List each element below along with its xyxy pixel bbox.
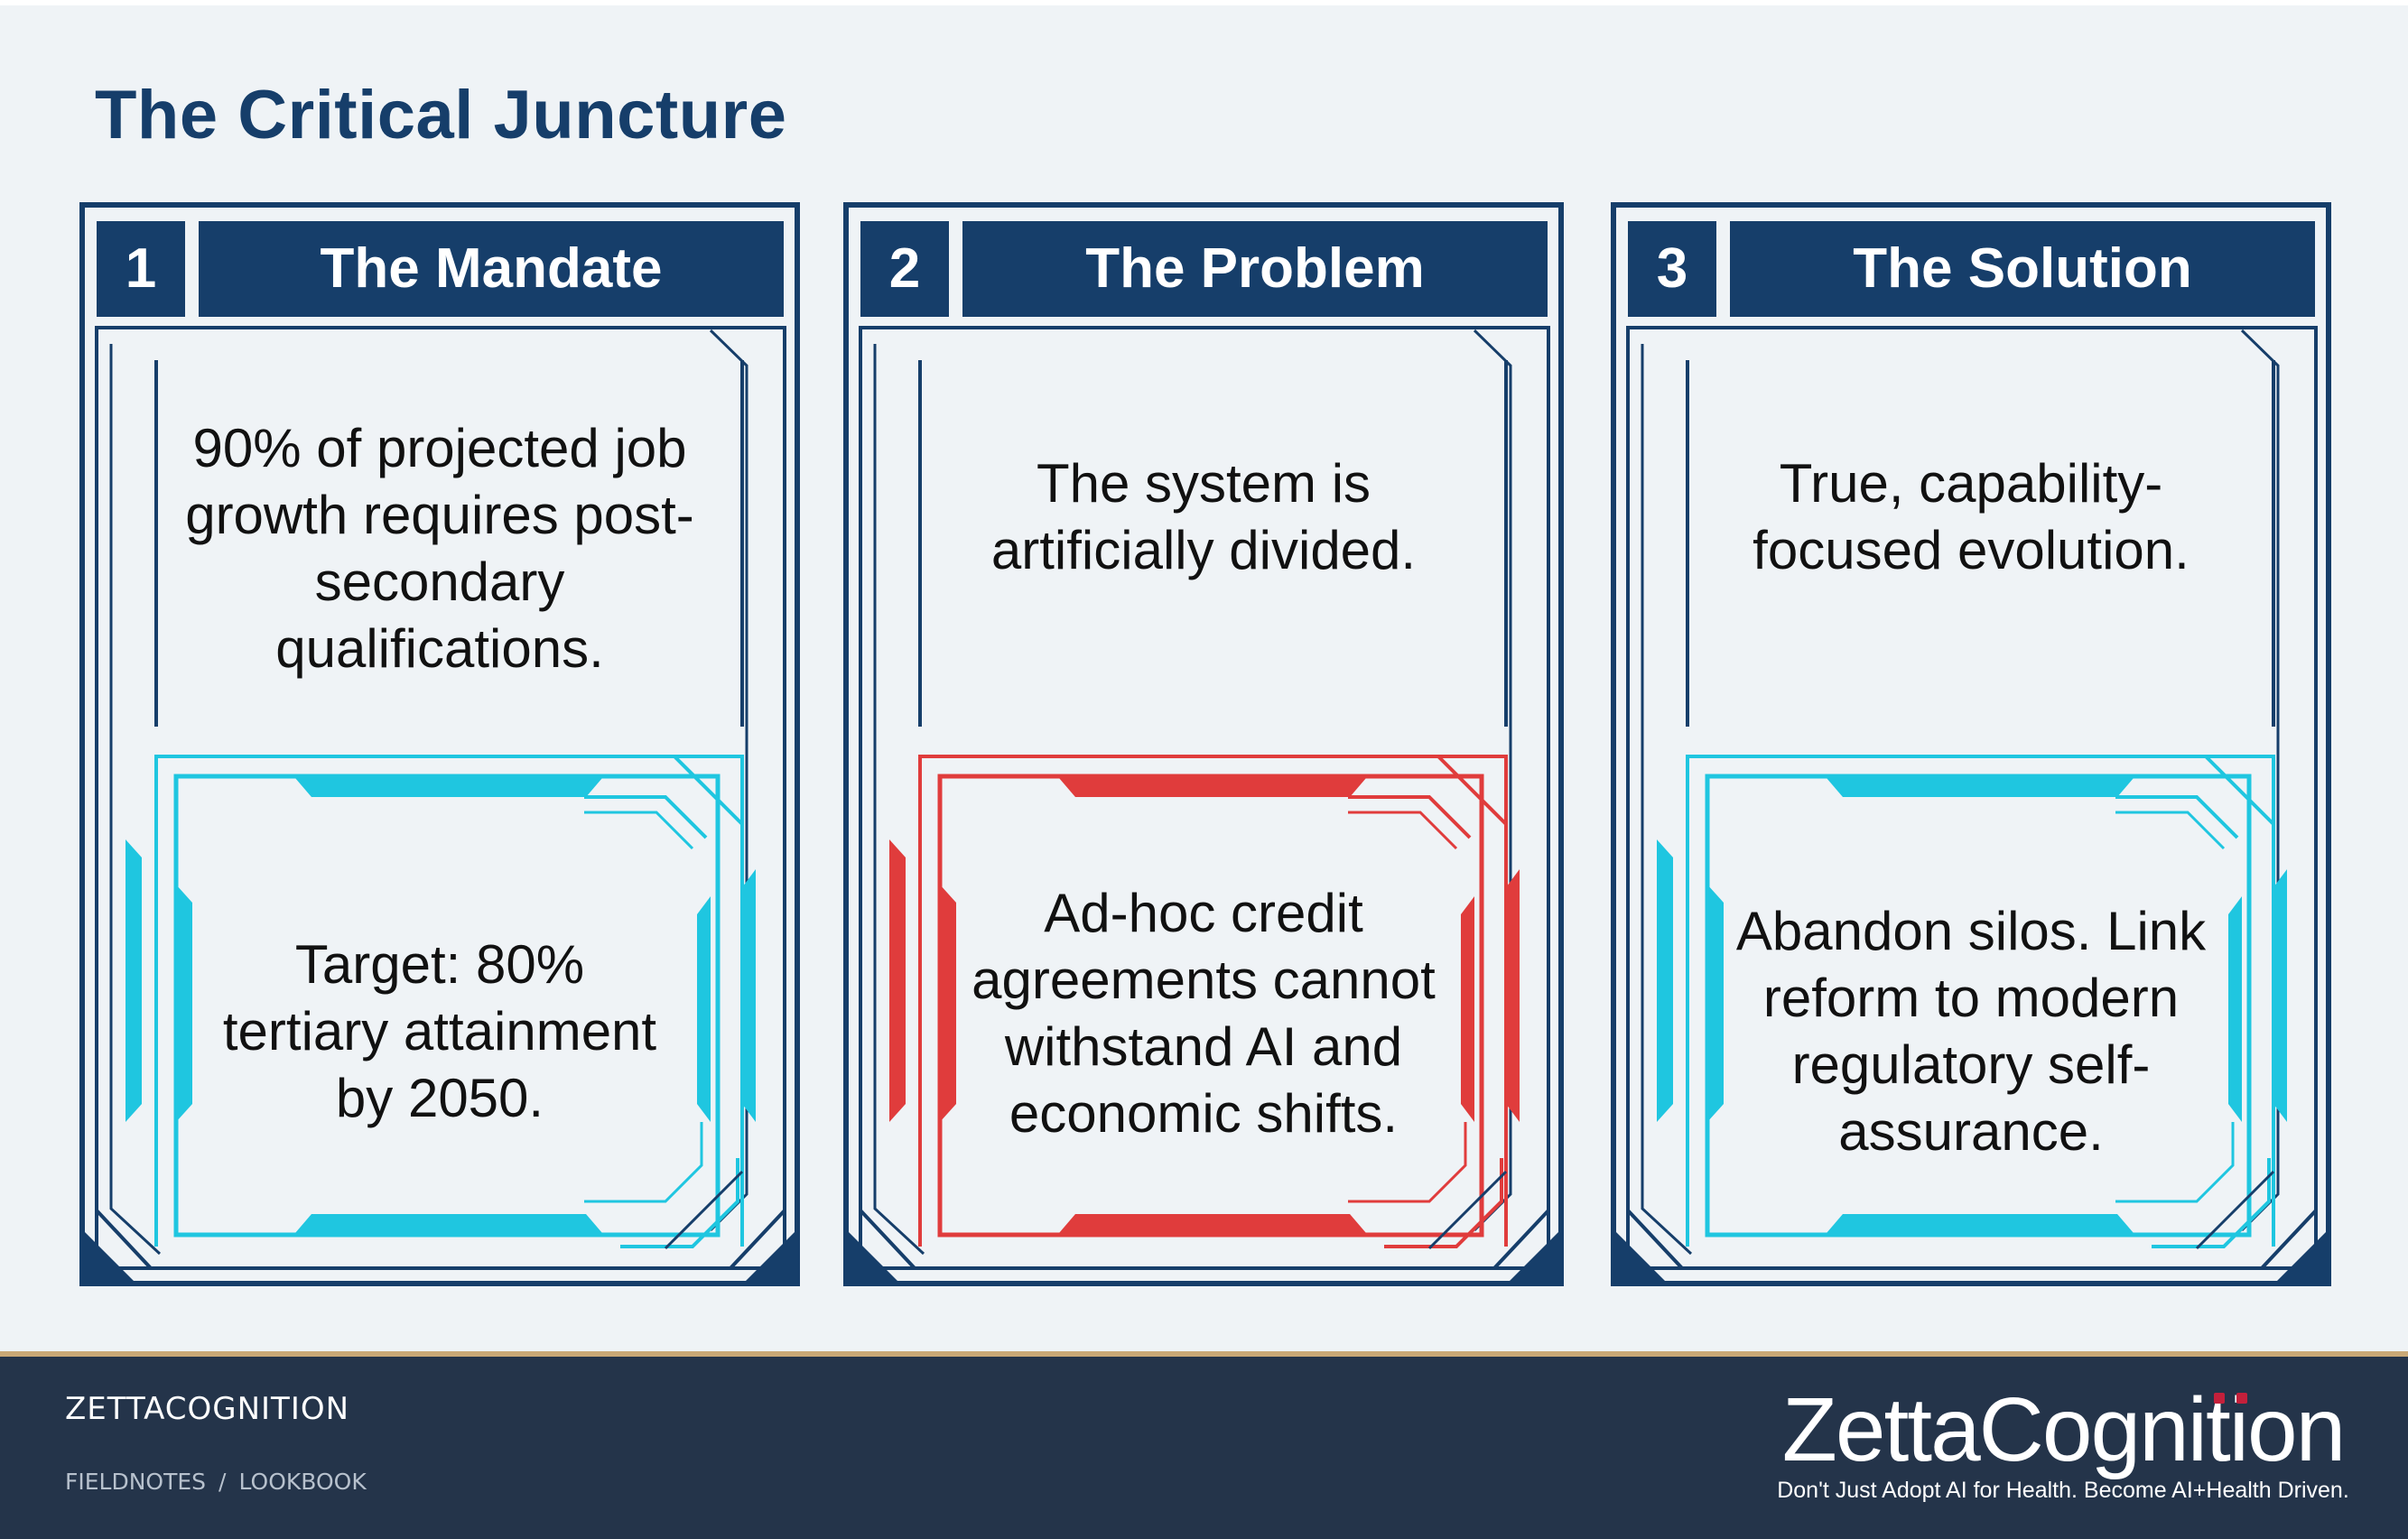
card-statement: The system is artificially divided.: [990, 453, 1417, 580]
logo-wordmark: ZettaCognition: [1781, 1379, 2346, 1480]
card-solution: 3 The Solution True, capability-focused …: [1610, 201, 2332, 1287]
card-number: 1: [125, 237, 157, 300]
card-number: 3: [1656, 237, 1688, 300]
card-frame: [843, 202, 1564, 1286]
footer-brand: ZETTACOGNITION: [65, 1391, 350, 1427]
breadcrumb-item-fieldnotes[interactable]: FIELDNOTES: [65, 1469, 207, 1495]
card-problem: 2 The Problem The system is artificially…: [842, 201, 1565, 1287]
card-statement: 90% of projected job growth requires pos…: [185, 418, 694, 679]
card-heading: The Solution: [1853, 237, 2192, 300]
logo-dot-icon: [2214, 1393, 2225, 1404]
breadcrumb: FIELDNOTES / LOOKBOOK: [65, 1469, 367, 1495]
card-callout: Ad-hoc credit agreements cannot withstan…: [972, 883, 1436, 1144]
slide: The Critical Juncture 1 The Mandate 90% …: [0, 5, 2408, 1351]
breadcrumb-separator: /: [218, 1469, 227, 1495]
logo-tagline: Don't Just Adopt AI for Health. Become A…: [1777, 1478, 2349, 1503]
breadcrumb-item-lookbook[interactable]: LOOKBOOK: [238, 1469, 367, 1495]
footer: ZETTACOGNITION FIELDNOTES / LOOKBOOK Zetta…: [0, 1351, 2408, 1539]
card-heading: The Mandate: [320, 237, 663, 300]
page-title: The Critical Juncture: [95, 77, 787, 153]
card-callout: Target: 80% tertiary attainment by 2050.: [222, 934, 657, 1128]
logo-dot-icon: [2236, 1393, 2247, 1404]
card-statement: True, capability-focused evolution.: [1753, 453, 2190, 580]
card-frame: [79, 202, 800, 1286]
card-mandate: 1 The Mandate 90% of projected job growt…: [79, 201, 801, 1287]
card-heading: The Problem: [1085, 237, 1425, 300]
card-frame: [1611, 202, 2331, 1286]
card-number: 2: [888, 237, 921, 300]
card-callout: Abandon silos. Link reform to modern reg…: [1735, 901, 2207, 1162]
